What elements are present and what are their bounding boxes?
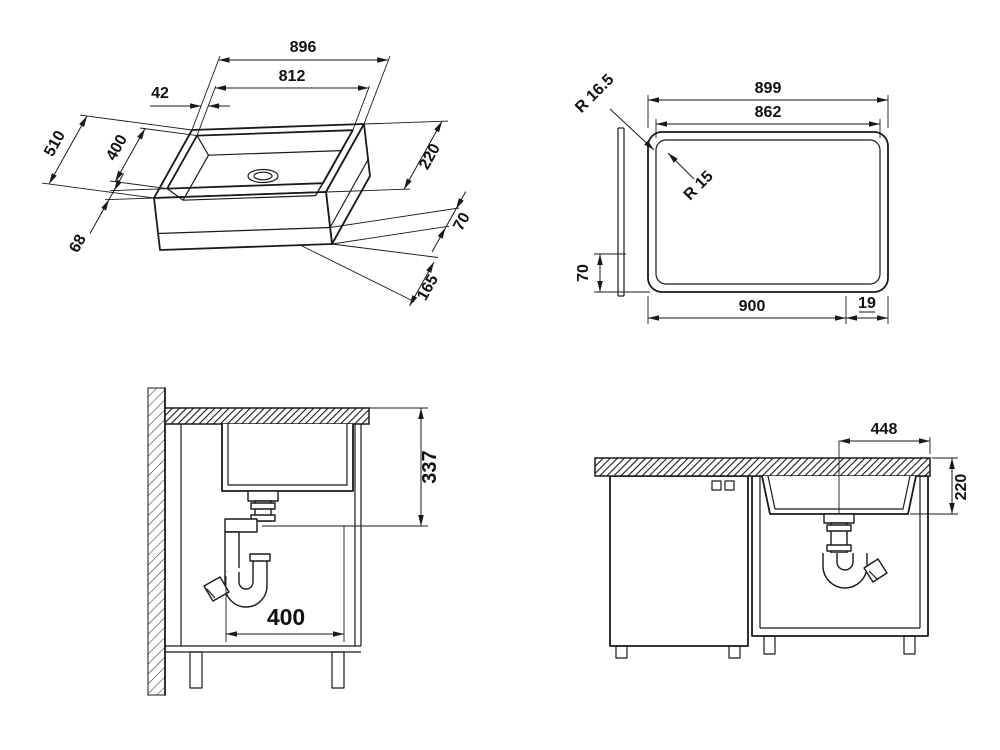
drain-trap-section <box>203 490 279 608</box>
dim-label-70-plan: 70 <box>575 264 592 282</box>
dim-label-220-iso: 220 <box>416 141 444 173</box>
drain-trap-front <box>822 441 888 589</box>
dim-label-862: 862 <box>755 104 782 121</box>
dim-label-70-iso: 70 <box>450 210 474 234</box>
dimension-900: 900 <box>647 296 847 324</box>
radius-callout-inner: R 15 <box>667 152 717 204</box>
dim-label-400-iso: 400 <box>103 132 131 164</box>
countertop-front <box>594 457 931 477</box>
dim-label-220-front: 220 <box>953 474 970 501</box>
isometric-view: 896 812 42 510 400 <box>41 39 474 307</box>
dim-label-448: 448 <box>871 421 898 438</box>
cabinet-section <box>165 424 362 689</box>
dim-label-42: 42 <box>151 85 169 102</box>
dimension-899: 899 <box>647 80 889 128</box>
sink-plan-outline <box>617 127 889 297</box>
dimension-862: 862 <box>655 104 881 138</box>
dim-label-900: 900 <box>739 298 766 315</box>
drain-icon <box>247 168 279 184</box>
countertop-section <box>164 407 370 425</box>
dim-label-68: 68 <box>66 232 90 256</box>
sink-bowl-section <box>221 423 354 492</box>
dimension-19: 19 <box>846 295 889 324</box>
dim-label-337: 337 <box>419 450 441 483</box>
radius-callout-outer: R 16.5 <box>572 71 655 151</box>
dim-label-19: 19 <box>858 295 876 312</box>
sink-isometric-body <box>153 123 371 251</box>
dimension-68: 68 <box>66 173 168 256</box>
dimension-220-front: 220 <box>910 457 970 515</box>
front-view: 448 220 <box>594 421 970 659</box>
dim-label-812: 812 <box>279 68 306 85</box>
wall-hatch <box>147 387 166 696</box>
dimension-896: 896 <box>191 39 391 131</box>
dimension-448: 448 <box>839 421 931 454</box>
dimension-812: 812 <box>196 68 370 136</box>
dim-label-r15: R 15 <box>681 168 717 204</box>
dimension-400-section: 400 <box>225 526 345 642</box>
dim-label-165: 165 <box>414 272 442 304</box>
dim-label-400-section: 400 <box>267 604 305 630</box>
dimension-70-iso: 70 <box>330 191 474 253</box>
dim-label-899: 899 <box>755 80 782 97</box>
dimension-165: 165 <box>300 243 442 307</box>
dimension-70-plan: 70 <box>575 253 650 293</box>
dimension-337: 337 <box>262 407 441 527</box>
dim-label-896: 896 <box>290 39 317 56</box>
dimension-42: 42 <box>150 85 230 109</box>
plan-view: 899 862 R 16.5 R 15 70 900 <box>572 71 889 324</box>
section-view: 337 400 <box>147 387 441 696</box>
